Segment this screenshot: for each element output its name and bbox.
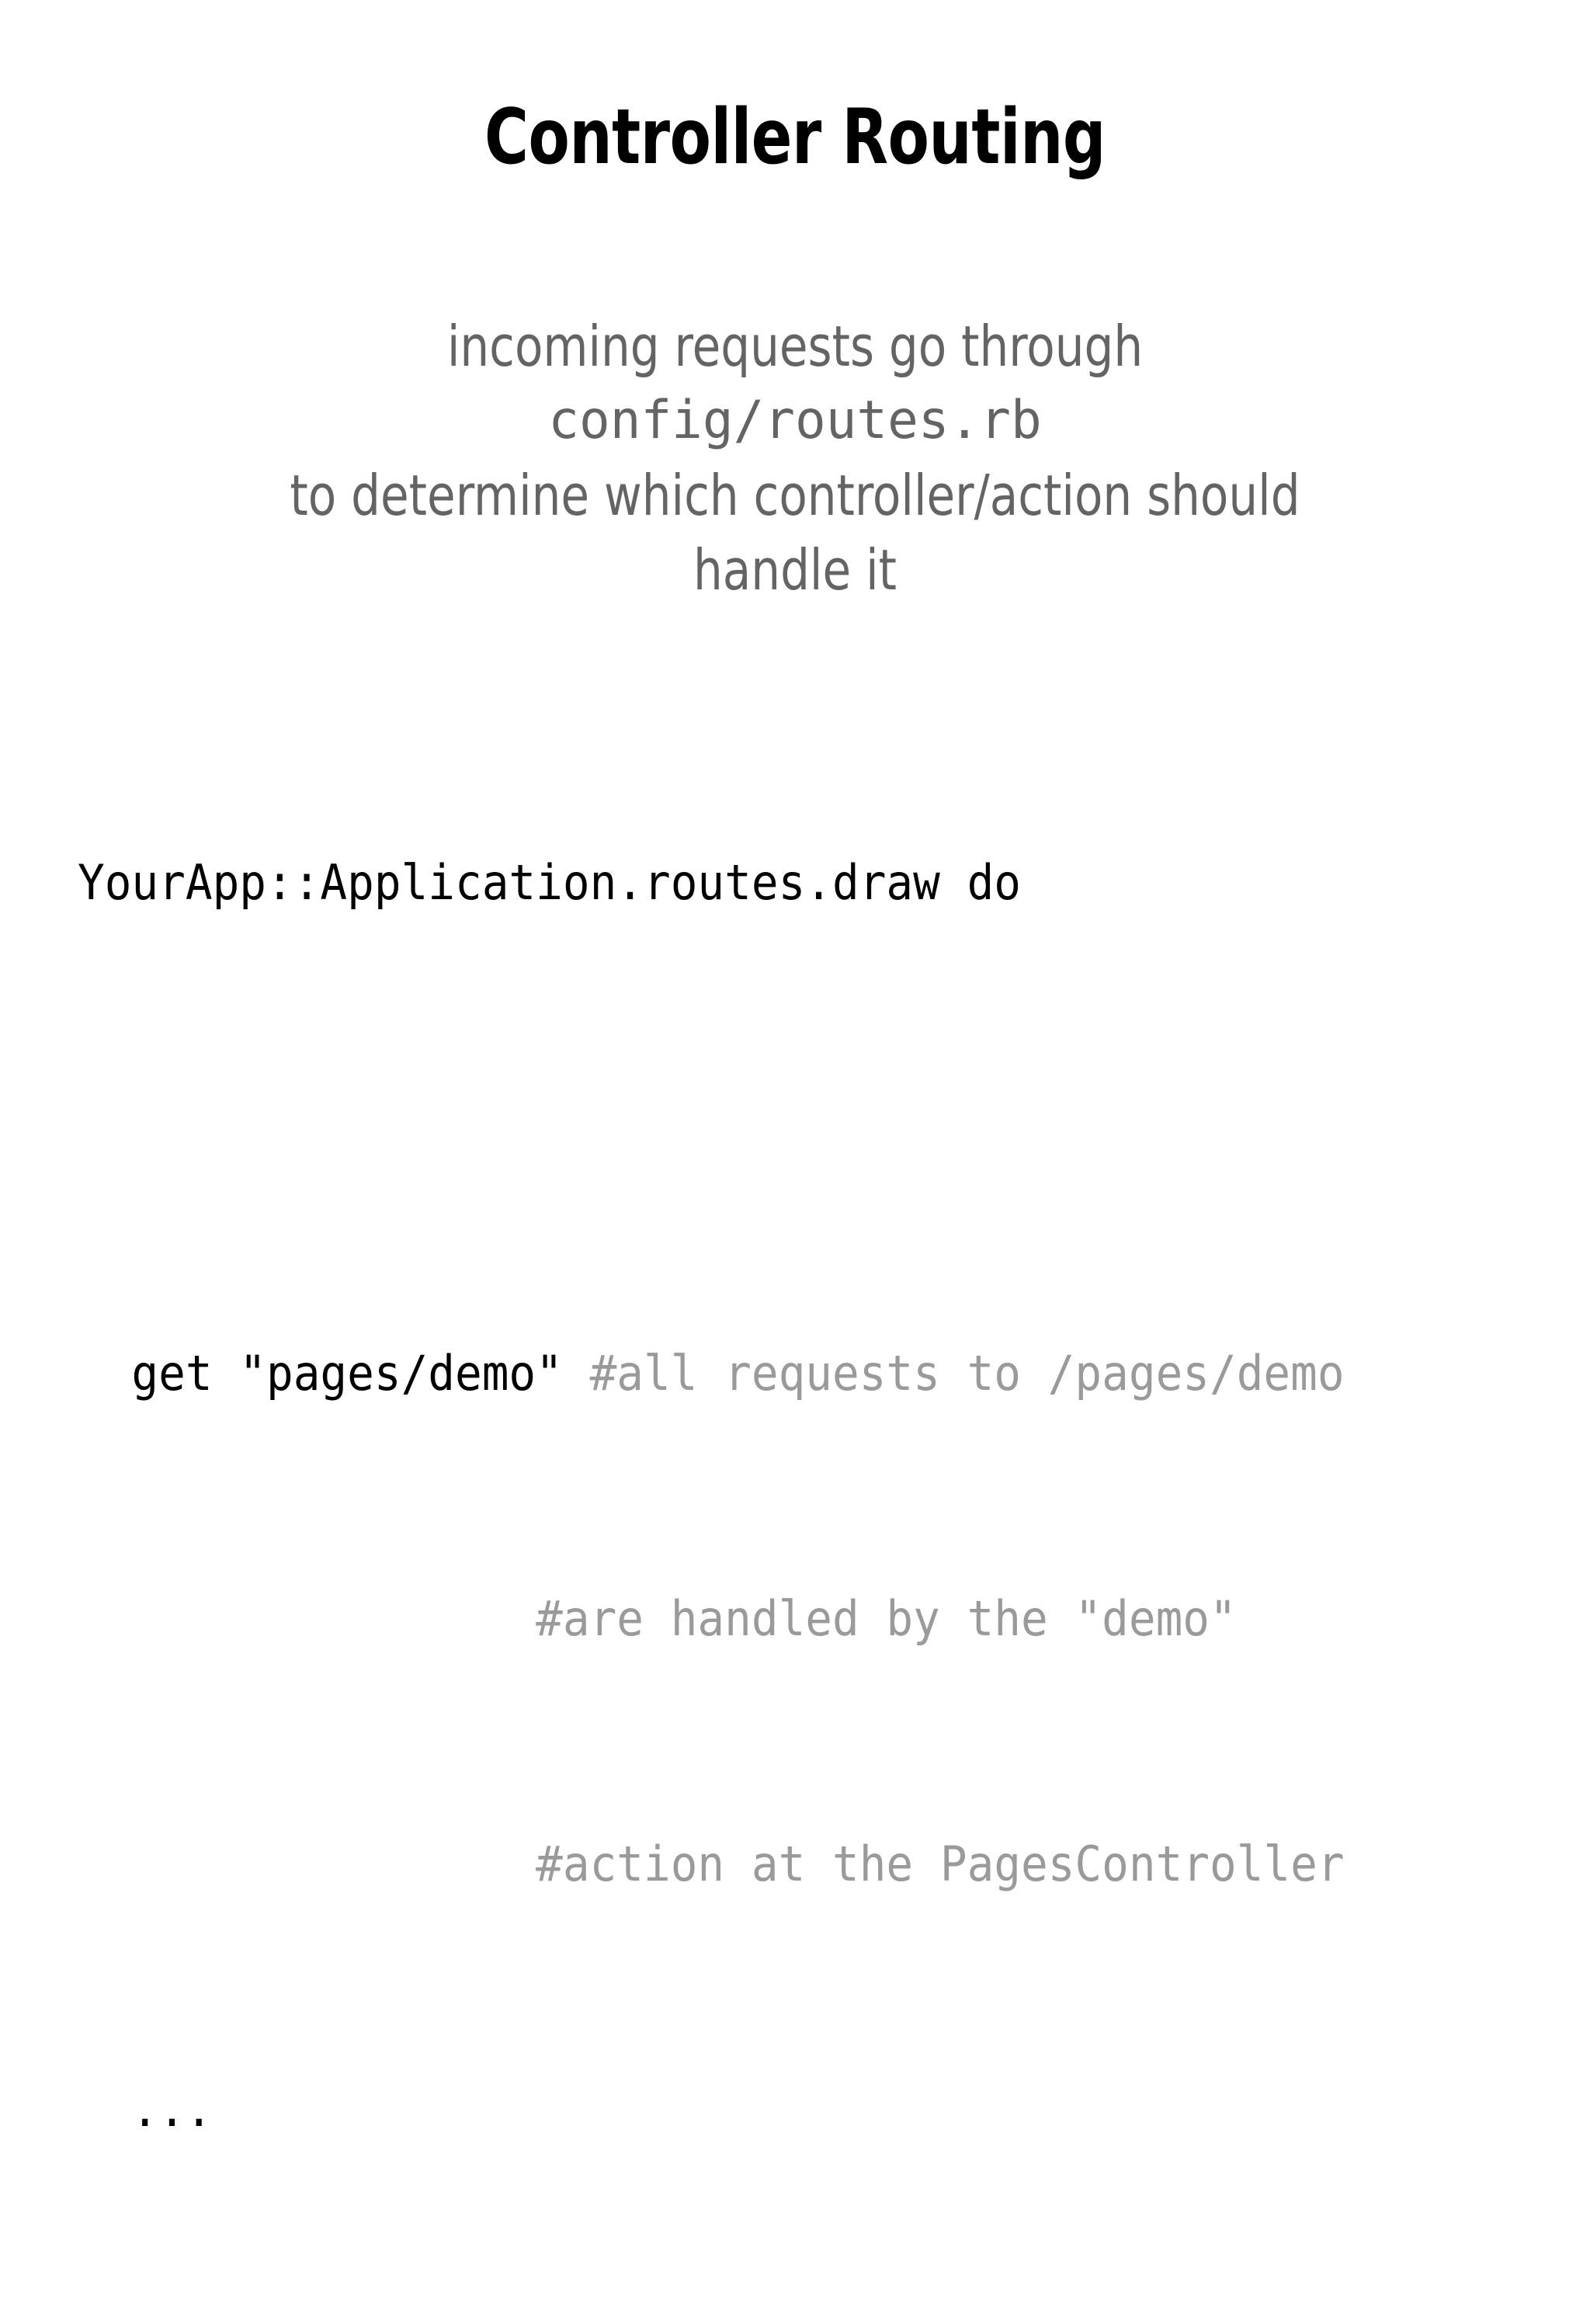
code-comment-line-3: #action at the PagesController (536, 1836, 1345, 1892)
subtitle-block: incoming requests go through config/rout… (0, 309, 1590, 607)
code-comment-line-1: #all requests to /pages/demo (589, 1345, 1345, 1402)
code-get-statement: get "pages/demo" (78, 1345, 590, 1402)
subtitle-line-2-routes-file: config/routes.rb (548, 390, 1042, 451)
code-line-comment-3: #action at the PagesController (78, 1833, 1449, 1895)
slide-canvas: Controller Routing incoming requests go … (0, 93, 1590, 2138)
code-indent-spacer (78, 1588, 536, 1649)
subtitle-line-3: to determine which controller/action sho… (290, 463, 1300, 528)
code-comment-line-2: #are handled by the "demo" (536, 1590, 1237, 1647)
code-line-comment-2: #are handled by the "demo" (78, 1588, 1449, 1649)
code-line-get-route: get "pages/demo" #all requests to /pages… (78, 1343, 1449, 1404)
code-snippet: YourApp::Application.routes.draw do get … (78, 668, 1449, 2324)
code-line-blank (78, 1097, 1449, 1159)
subtitle-line-4: handle it (693, 537, 897, 603)
code-line-routes-draw: YourApp::Application.routes.draw do (78, 854, 1022, 911)
subtitle-line-1: incoming requests go through (446, 314, 1144, 379)
code-line-ellipsis: ... (78, 2081, 213, 2138)
code-indent-spacer-2 (78, 1833, 536, 1895)
page-title: Controller Routing (484, 93, 1106, 182)
